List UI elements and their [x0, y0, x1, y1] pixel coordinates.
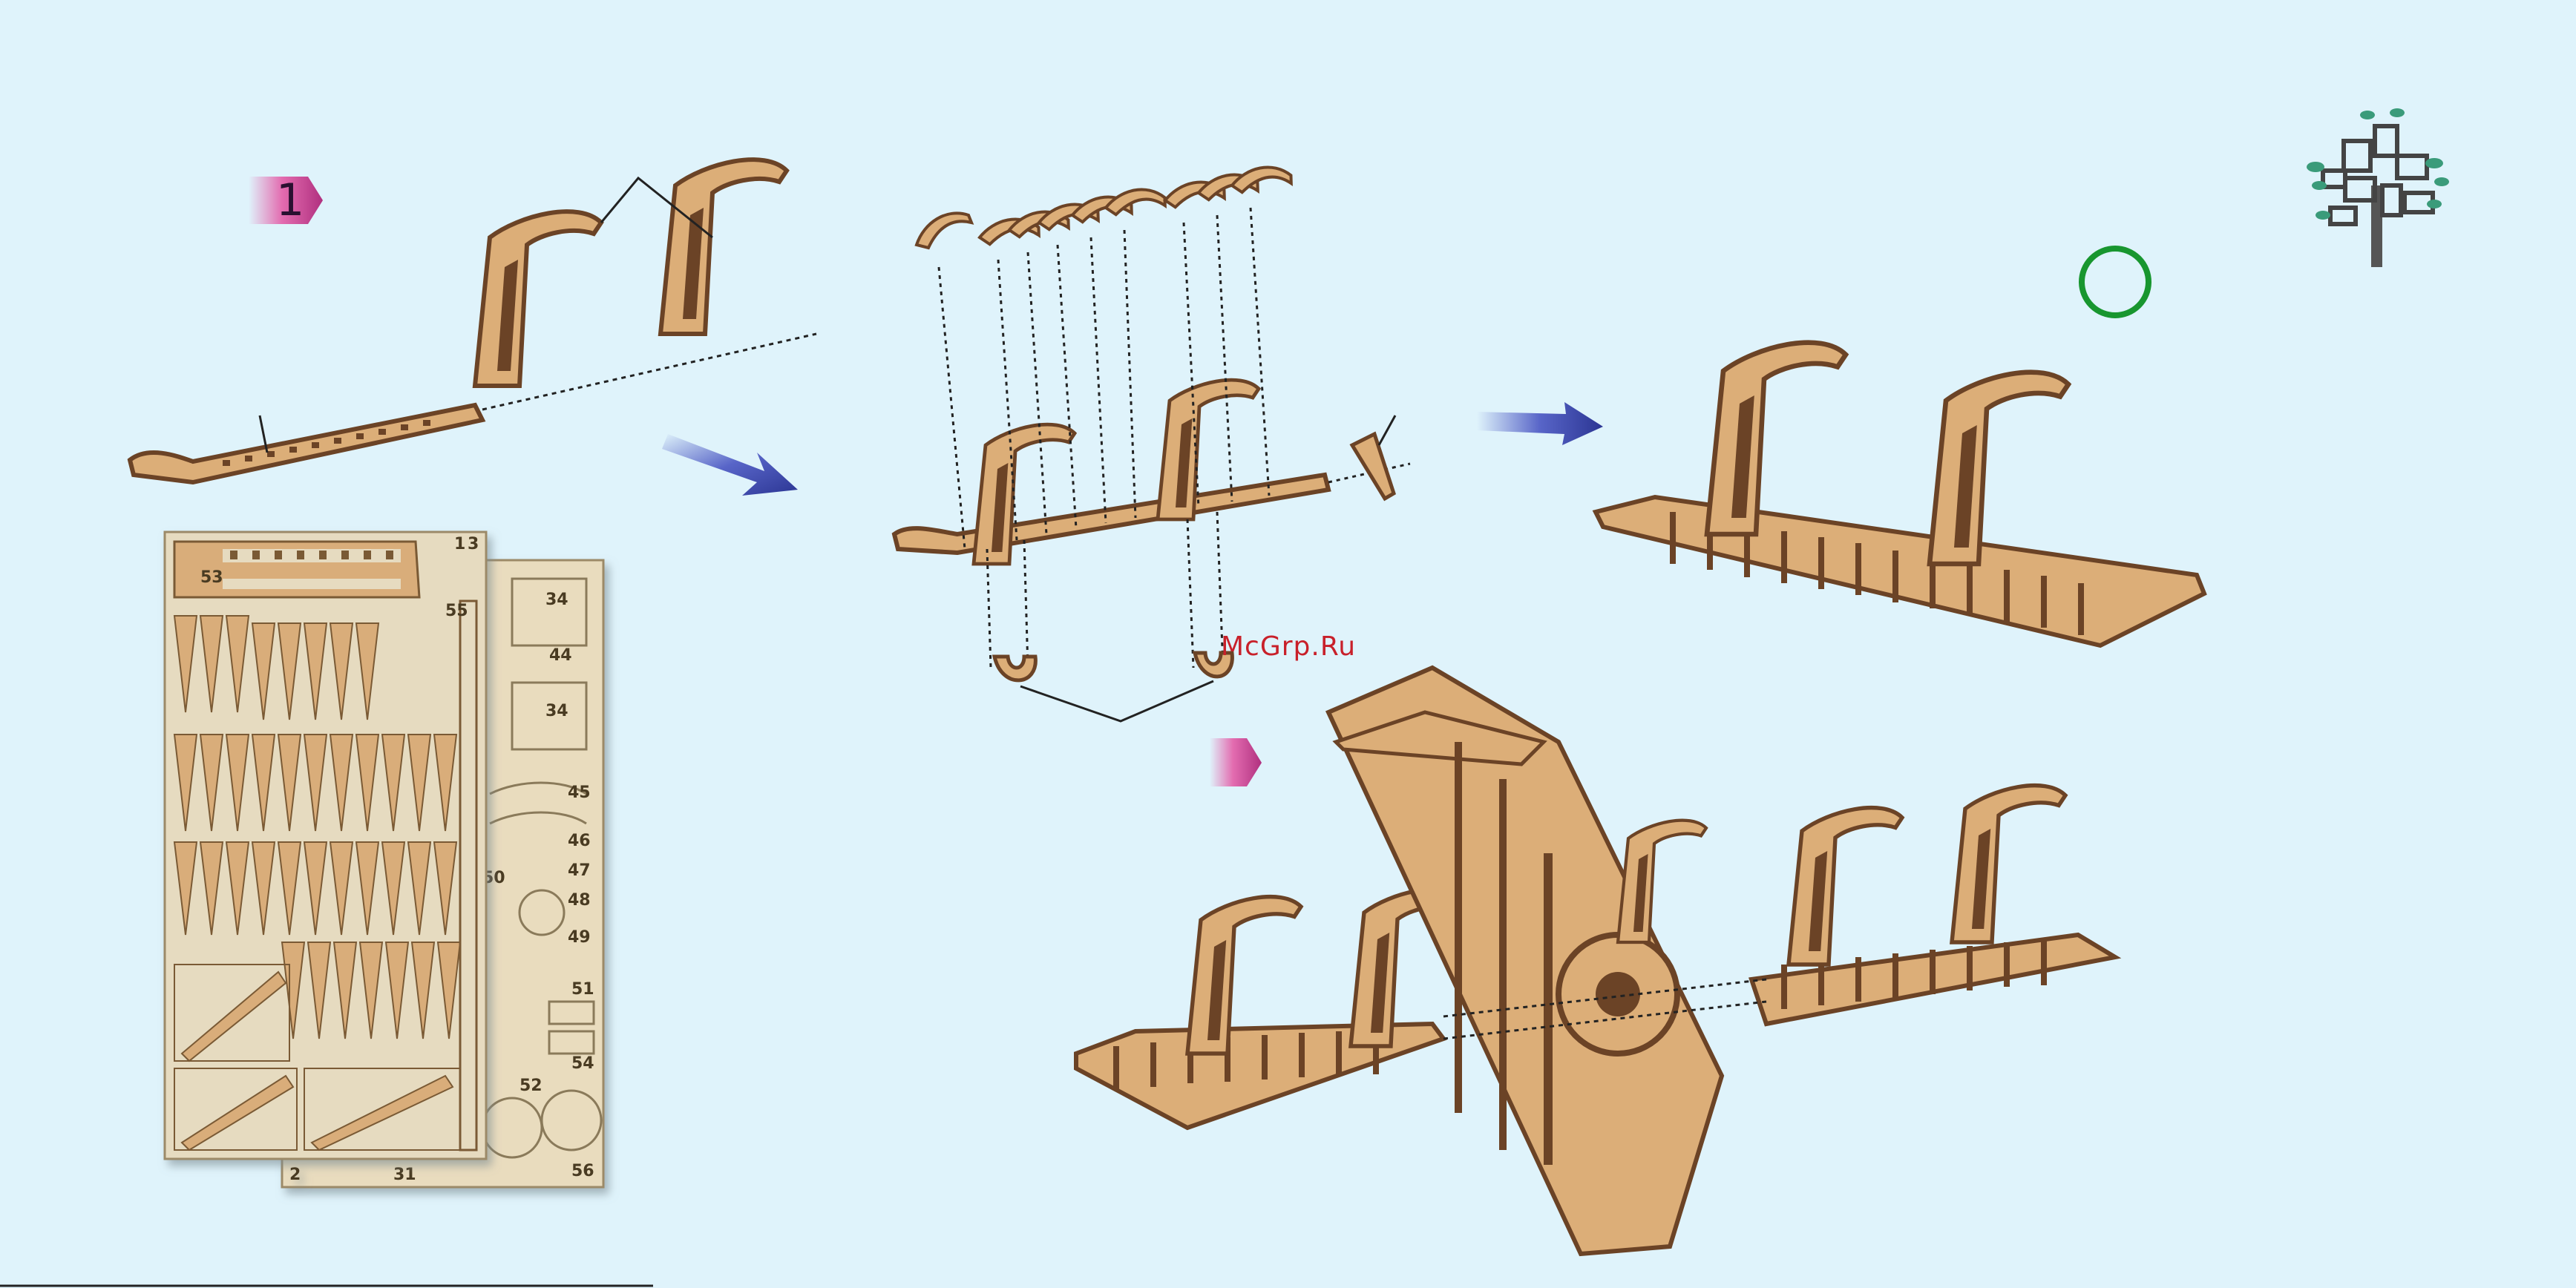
- sheet-back-label: 45: [568, 783, 591, 802]
- sheet-back-label: 49: [568, 928, 591, 947]
- parts-sheet-front: 53 55 1 3 2: [165, 532, 486, 1184]
- sheet-back-label: 47: [568, 861, 591, 880]
- step-badge: 1: [249, 174, 323, 226]
- sheet-front-label: 3: [468, 535, 479, 553]
- sheet-back-label: 44: [549, 646, 572, 665]
- assembled-wing-section: [1596, 249, 2204, 645]
- sheet-back-label: 52: [520, 1077, 543, 1095]
- step-badge-icon: [1210, 738, 1262, 786]
- sheet-back-label: 54: [571, 1054, 594, 1073]
- arrow-icon: [662, 434, 798, 496]
- check-circle-icon: [2082, 249, 2149, 315]
- sheet-front-label: 53: [200, 568, 223, 587]
- tree-logo-icon: [2307, 108, 2449, 267]
- arrow-icon: [1477, 402, 1603, 445]
- sheet-back-label: 46: [568, 832, 591, 850]
- sheet-front-label: 55: [445, 602, 468, 620]
- watermark: McGrp.Ru: [1221, 631, 1356, 662]
- sheet-back-label: 56: [571, 1162, 594, 1180]
- spar-assembly-start: [130, 160, 816, 482]
- sheet-back-label: 48: [568, 891, 591, 910]
- sheet-front-label: 1: [454, 535, 465, 553]
- sheet-back-label: 34: [545, 702, 568, 720]
- sheet-back-label: 31: [393, 1166, 416, 1184]
- step-number: 1: [276, 174, 304, 226]
- sheet-back-label: 34: [545, 591, 568, 609]
- sheet-back-label: 51: [571, 980, 594, 999]
- sheet-front-label: 2: [289, 1166, 301, 1184]
